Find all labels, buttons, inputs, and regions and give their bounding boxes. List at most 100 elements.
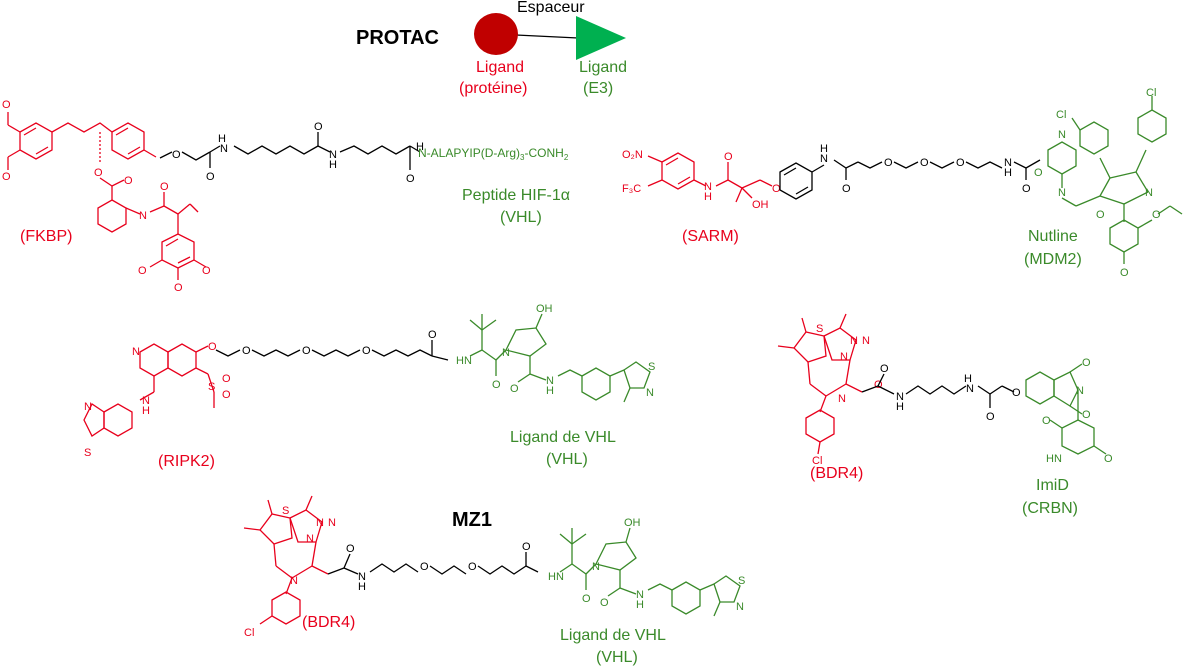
fkbp-atoms: O O O O N O O O O [2, 99, 211, 294]
atom-n: N [329, 149, 337, 161]
bdr4a-spacer [861, 373, 1015, 408]
atom-h: H [704, 191, 712, 203]
atom-h: H [636, 599, 644, 611]
atom-oh: OH [752, 199, 769, 211]
atom-n: N [636, 589, 644, 601]
atom-h: H [142, 405, 150, 417]
atom-o: O [1012, 387, 1021, 399]
atom-o: O [222, 373, 231, 385]
atom-o: O [986, 411, 995, 423]
protac-title: PROTAC [356, 27, 439, 49]
bdr4a-ligand-structure [777, 313, 863, 455]
nutline-structure [1047, 96, 1183, 264]
atom-o: O [428, 329, 437, 341]
spacer-label: Espaceur [517, 0, 585, 16]
atom-o: O [1082, 409, 1091, 421]
atom-n: N [646, 387, 654, 399]
nutline-atoms: N O N O N Cl Cl O O [1034, 87, 1161, 279]
atom-o: O [2, 171, 11, 183]
mz1-bdr4-structure [243, 495, 329, 625]
atom-n: N [139, 210, 147, 222]
atom-o: O [1034, 167, 1043, 179]
atom-o: O [600, 597, 609, 609]
atom-o: O [222, 389, 231, 401]
panel-bdr4-imid: S N N N N O Cl O N H H N O O [777, 313, 1113, 517]
atom-o: O [1152, 209, 1161, 221]
atom-cl: Cl [812, 455, 822, 467]
atom-h: H [329, 159, 337, 171]
atom-o: O [242, 345, 251, 357]
atom-o: O [468, 561, 477, 573]
fkbp-spacer-atoms: O O H N O N H O H [172, 121, 424, 185]
peptide-end: -CONH [524, 146, 563, 160]
atom-o: O [1120, 267, 1129, 279]
imid-atoms: O N O O HN O [1042, 357, 1113, 465]
atom-o: O [206, 171, 215, 183]
atom-n: N [306, 533, 314, 545]
atom-h: H [218, 133, 226, 145]
atom-n: N [290, 575, 298, 587]
sarm-protein-label: (SARM) [682, 228, 739, 245]
ripk2-spacer-atoms: O O O O [242, 329, 437, 357]
mz1-spacer [327, 552, 539, 575]
atom-s: S [282, 505, 289, 517]
peptide-sub2: 2 [564, 153, 569, 162]
atom-n: N [546, 375, 554, 387]
atom-o: O [1022, 183, 1031, 195]
mz1-vhl-structure [559, 527, 741, 617]
atom-h: H [820, 143, 828, 155]
atom-o: O [582, 593, 591, 605]
atom-n: N [704, 181, 712, 193]
e3-ligand-triangle [576, 16, 626, 60]
ripk2-ligand-structure [83, 343, 215, 437]
atom-cl: Cl [1056, 109, 1066, 121]
panel-mz1: MZ1 S N N N N Cl [243, 495, 745, 666]
atom-s: S [816, 323, 823, 335]
atom-hn: HN [456, 355, 472, 367]
atom-h: H [358, 581, 366, 593]
atom-h: H [546, 385, 554, 397]
atom-o: O [510, 383, 519, 395]
protein-ligand-label-1: Ligand [476, 59, 524, 76]
fkbp-e3-label-2: (VHL) [500, 209, 542, 226]
sarm-e3-label-2: (MDM2) [1024, 251, 1082, 268]
atom-no2: O₂N [622, 149, 643, 161]
atom-s: S [648, 361, 655, 373]
atom-n: N [1058, 187, 1066, 199]
atom-h: H [896, 401, 904, 413]
atom-o: O [314, 121, 323, 133]
atom-o: O [2, 99, 11, 111]
atom-o: O [492, 379, 501, 391]
atom-o: O [202, 265, 211, 277]
protein-ligand-circle [474, 13, 518, 55]
mz1-vhl-atoms: H N O N OH O N H S N [548, 517, 745, 613]
atom-n: N [850, 335, 858, 347]
atom-o: O [842, 183, 851, 195]
atom-o: O [420, 561, 429, 573]
sarm-spacer-atoms: H N O O O O N H O [820, 143, 1031, 195]
mz1-e3-label-2: (VHL) [596, 649, 638, 666]
atom-o: O [302, 345, 311, 357]
atom-o: O [1082, 357, 1091, 369]
bdr4a-protein-label: (BDR4) [810, 465, 863, 482]
atom-n: N [966, 383, 974, 395]
atom-o: O [1042, 415, 1051, 427]
atom-o: O [160, 181, 169, 193]
atom-n: N [316, 517, 324, 529]
sarm-spacer [779, 159, 1041, 200]
sarm-e3-label-1: Nutline [1028, 228, 1078, 245]
panel-ripk2: N O S O O N H N S O O O O [83, 303, 655, 470]
bdr4a-atoms: S N N N N O Cl [812, 323, 883, 467]
atom-o: O [1096, 209, 1105, 221]
ripk2-vhl-structure [469, 313, 651, 403]
atom-n: N [502, 347, 510, 359]
peptide-seq: ALAPYIP [431, 146, 481, 160]
ripk2-protein-label: (RIPK2) [158, 453, 215, 470]
atom-o: O [138, 265, 147, 277]
atom-o: O [406, 173, 415, 185]
imid-e3-label-2: (CRBN) [1022, 500, 1078, 517]
panel-fkbp: O O O O N O O O O O O H N O [2, 99, 570, 294]
atom-s: S [208, 381, 215, 393]
mz1-title: MZ1 [452, 509, 492, 531]
atom-s: S [84, 447, 91, 459]
